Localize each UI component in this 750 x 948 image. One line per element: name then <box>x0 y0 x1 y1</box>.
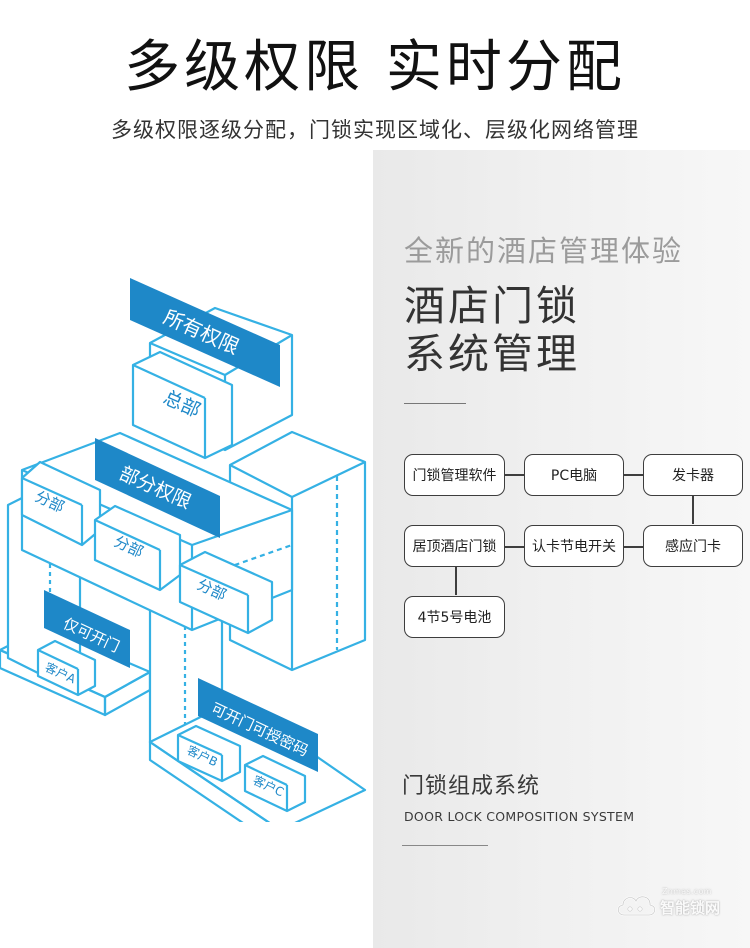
cloud-icon <box>617 895 656 917</box>
node-card-issuer: 发卡器 <box>643 454 743 496</box>
box-client-b <box>176 724 242 783</box>
node-sensor-card: 感应门卡 <box>643 525 743 567</box>
box-client-c <box>243 754 307 813</box>
page-title: 多级权限 实时分配 <box>124 35 626 100</box>
node-hotel-lock: 居顶酒店门锁 <box>404 525 505 567</box>
panel-heading-line-1: 酒店门锁 <box>404 282 580 330</box>
connector-lock-battery <box>455 567 457 595</box>
watermark-name: 智能锁网 <box>660 899 721 917</box>
box-client-a <box>36 639 97 697</box>
box-branch-3 <box>178 550 274 635</box>
box-hq <box>131 350 234 460</box>
system-title-en: DOOR LOCK COMPOSITION SYSTEM <box>404 809 635 824</box>
banner-open-and-grant <box>198 678 318 772</box>
watermark-url: Znmas.com <box>662 887 712 896</box>
watermark: Znmas.com 智能锁网 <box>614 885 744 925</box>
banner-open-only <box>44 590 130 668</box>
panel-heading-line-2: 系统管理 <box>404 330 580 378</box>
connector-pc-issuer <box>624 474 643 476</box>
node-lock-software: 门锁管理软件 <box>404 454 505 496</box>
permission-hierarchy-illustration: 所有权限 部分权限 仅可开门 可开门可授密码 总部 分部 分部 分部 客户A 客… <box>0 262 372 822</box>
bottom-divider <box>402 845 488 846</box>
node-power-switch: 认卡节电开关 <box>524 525 624 567</box>
node-pc: PC电脑 <box>524 454 624 496</box>
banner-partial-permissions <box>95 438 220 538</box>
connector-lock-power <box>505 546 524 548</box>
system-title-zh: 门锁组成系统 <box>402 774 541 799</box>
connector-software-pc <box>505 474 524 476</box>
banner-all-permissions <box>130 278 280 387</box>
panel-intro: 全新的酒店管理体验 <box>404 234 684 268</box>
page-subtitle: 多级权限逐级分配，门锁实现区域化、层级化网络管理 <box>111 118 639 142</box>
connector-power-sensor <box>624 546 643 548</box>
node-battery: 4节5号电池 <box>404 596 505 638</box>
divider <box>404 403 466 404</box>
connector-issuer-sensor <box>692 496 694 524</box>
panel-heading: 酒店门锁 系统管理 <box>404 282 580 378</box>
